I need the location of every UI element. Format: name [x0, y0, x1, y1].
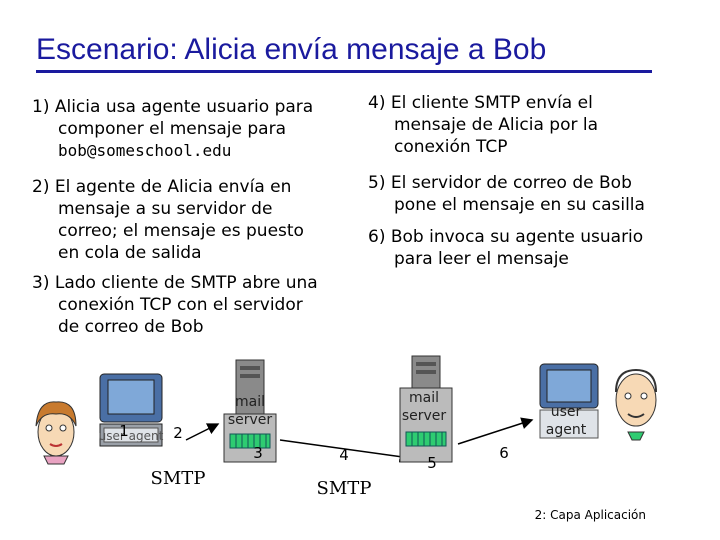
step-3-line-1: 3) Lado cliente de SMTP abre una [32, 273, 318, 293]
arrow-server-to-bob-agent [457, 417, 534, 445]
step-3-line-2: conexión TCP con el servidor [58, 295, 303, 315]
footer-label: 2: Capa Aplicación [534, 508, 646, 522]
step-4: 4) El cliente SMTP envía el mensaje de A… [368, 92, 598, 158]
step-4-line-1: 4) El cliente SMTP envía el [368, 93, 593, 113]
title-underline [36, 70, 652, 73]
step-number-2: 2 [173, 424, 183, 442]
slide-title: Escenario: Alicia envía mensaje a Bob [36, 33, 547, 66]
step-1-line-1: 1) Alicia usa agente usuario para [32, 97, 314, 117]
step-number-4: 4 [339, 446, 349, 464]
step-number-1: 1 [119, 422, 129, 440]
bob-user-agent-icon [539, 363, 599, 439]
smtp-label-1: SMTP [151, 468, 206, 489]
bob-icon [615, 368, 657, 441]
step-3-line-3: de correo de Bob [58, 317, 204, 337]
step-number-5: 5 [427, 454, 437, 472]
alice-user-agent-icon [99, 373, 163, 447]
step-2-line-3: correo; el mensaje es puesto [58, 221, 304, 241]
step-6-line-2: para leer el mensaje [394, 249, 569, 269]
mail-server-label-left-1: mail [235, 394, 265, 410]
step-1-line-2: componer el mensaje para [58, 119, 286, 139]
step-5: 5) El servidor de correo de Bob pone el … [368, 172, 645, 216]
smtp-label-2: SMTP [317, 478, 372, 499]
step-6: 6) Bob invoca su agente usuario para lee… [368, 226, 643, 270]
arrow-ua-to-server [185, 423, 220, 441]
arrow-server-to-server [279, 439, 412, 463]
user-agent-label-right-1: user [551, 404, 582, 420]
bob-mail-server-icon [399, 355, 453, 463]
alice-icon [35, 401, 77, 465]
step-5-line-2: pone el mensaje en su casilla [394, 195, 645, 215]
step-1: 1) Alicia usa agente usuario para compon… [32, 96, 313, 162]
svg-text:user agent: user agent [99, 429, 164, 443]
user-agent-label-right-2: agent [546, 422, 587, 438]
step-2: 2) El agente de Alicia envía en mensaje … [32, 176, 304, 264]
step-number-3: 3 [253, 444, 263, 462]
step-2-line-2: mensaje a su servidor de [58, 199, 273, 219]
mail-flow-diagram: user agent 1 2 mail server 3 4 mail s [35, 355, 657, 499]
mail-server-label-right-1: mail [409, 390, 439, 406]
mail-server-label-right-2: server [402, 408, 447, 424]
step-6-line-1: 6) Bob invoca su agente usuario [368, 227, 644, 247]
recipient-email: bob@someschool.edu [58, 141, 232, 160]
step-3: 3) Lado cliente de SMTP abre una conexió… [32, 272, 318, 338]
step-5-line-1: 5) El servidor de correo de Bob [368, 173, 632, 193]
step-4-line-3: conexión TCP [394, 137, 508, 157]
step-2-line-1: 2) El agente de Alicia envía en [32, 177, 292, 197]
alice-mail-server-icon [223, 359, 277, 463]
mail-server-label-left-2: server [228, 412, 273, 428]
step-2-line-4: en cola de salida [58, 243, 202, 263]
step-number-6: 6 [499, 444, 509, 462]
step-4-line-2: mensaje de Alicia por la [394, 115, 598, 135]
user-agent-label-left: user agent [99, 429, 164, 443]
